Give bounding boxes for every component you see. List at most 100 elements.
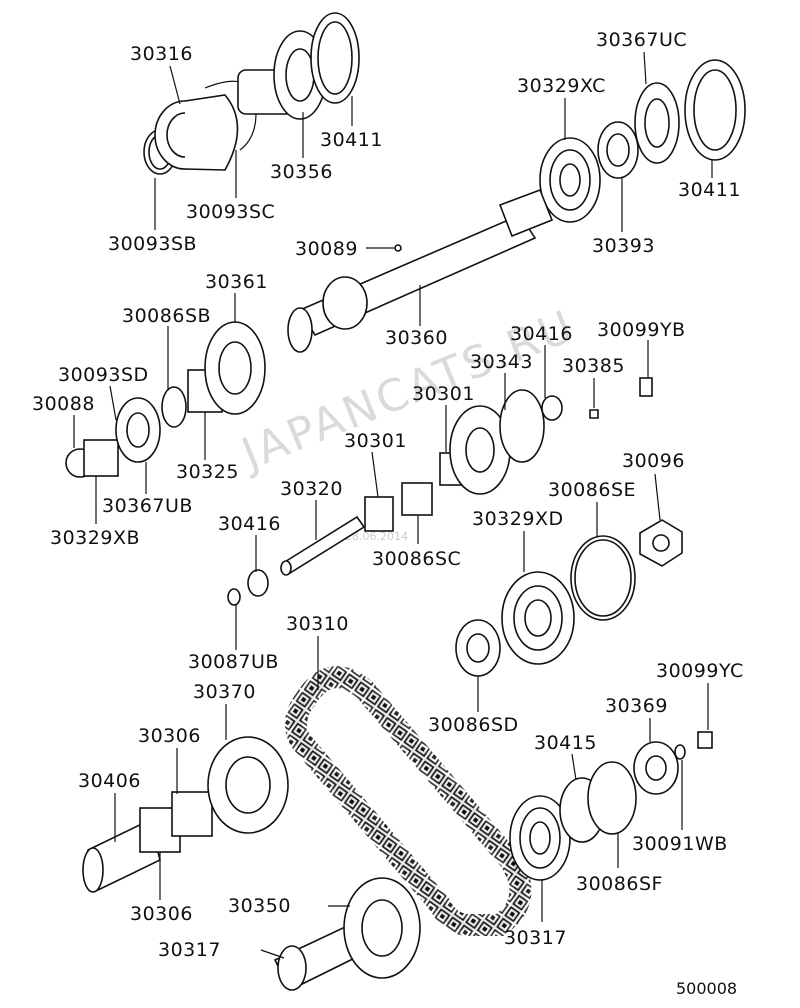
gear-30343-bore	[465, 427, 495, 473]
label-30385[interactable]: 30385	[562, 355, 625, 377]
label-30411-top[interactable]: 30411	[320, 129, 383, 151]
label-30361[interactable]: 30361	[205, 271, 268, 293]
pin-end	[280, 560, 292, 576]
label-30099YB[interactable]: 30099YB	[597, 319, 686, 341]
part-group-mid-left	[65, 321, 266, 478]
label-30086SE[interactable]: 30086SE	[548, 479, 636, 501]
leader-30316	[169, 65, 181, 105]
label-30393[interactable]: 30393	[592, 235, 655, 257]
ball-30089	[394, 244, 402, 252]
leader-lines	[73, 51, 713, 959]
label-30316[interactable]: 30316	[130, 43, 193, 65]
output-shaft-spline	[277, 945, 307, 991]
leader-30301-left	[371, 451, 379, 498]
label-30306-upper[interactable]: 30306	[138, 725, 201, 747]
label-30317-left[interactable]: 30317	[158, 939, 221, 961]
label-30093SB[interactable]: 30093SB	[108, 233, 197, 255]
label-30329XD[interactable]: 30329XD	[472, 508, 564, 530]
part-labels: 30316 30093SB 30093SC 30356 30411 30367U…	[32, 29, 744, 961]
gear-30367UB-bore	[126, 412, 150, 448]
washer-30416-bottom	[247, 569, 269, 597]
bearing-30317-bore	[529, 821, 551, 855]
bearing-30329XD-bore	[524, 599, 552, 637]
label-30416-bottom[interactable]: 30416	[218, 513, 281, 535]
gear-hub	[285, 48, 315, 102]
label-30320[interactable]: 30320	[280, 478, 343, 500]
label-30343[interactable]: 30343	[470, 351, 533, 373]
ring-30086SB	[161, 386, 187, 428]
label-30301-right[interactable]: 30301	[412, 383, 475, 405]
synchro-bore	[644, 98, 670, 148]
sprocket-bore	[361, 899, 403, 957]
label-30306-lower[interactable]: 30306	[130, 903, 193, 925]
label-30329XC[interactable]: 30329XC	[517, 75, 606, 97]
label-30099YC[interactable]: 30099YC	[656, 660, 744, 682]
watermark-date: 28.06.2014	[345, 530, 408, 543]
bearing-body	[184, 94, 239, 171]
label-30086SC[interactable]: 30086SC	[372, 548, 461, 570]
label-30356[interactable]: 30356	[270, 161, 333, 183]
needle-30301-left	[364, 496, 394, 532]
label-30329XB[interactable]: 30329XB	[50, 527, 140, 549]
part-group-top-left	[143, 12, 360, 175]
label-30406[interactable]: 30406	[78, 770, 141, 792]
sleeve-30406-end	[82, 847, 104, 893]
label-30317-right[interactable]: 30317	[504, 927, 567, 949]
washer-hole	[606, 133, 630, 167]
leader-30317-left	[260, 949, 285, 959]
label-30415[interactable]: 30415	[534, 732, 597, 754]
part-group-top-right	[539, 59, 746, 223]
label-30367UB[interactable]: 30367UB	[102, 495, 193, 517]
bearing-bore	[559, 163, 581, 197]
sleeve-inner	[317, 21, 353, 95]
leader-30367UC	[643, 51, 647, 85]
leader-30093SD	[109, 385, 117, 421]
spacer-30086SC	[401, 482, 433, 516]
leader-30096	[654, 473, 661, 521]
bolt-30099YC	[697, 731, 713, 749]
label-30416-top[interactable]: 30416	[510, 323, 573, 345]
label-30086SF[interactable]: 30086SF	[576, 873, 663, 895]
label-30089[interactable]: 30089	[295, 238, 358, 260]
sleeve-inner-right	[693, 69, 737, 151]
label-30370[interactable]: 30370	[193, 681, 256, 703]
part-group-bottom-right	[509, 731, 713, 881]
washer-30091WB	[674, 744, 686, 760]
label-30087UB[interactable]: 30087UB	[188, 651, 279, 673]
label-30088[interactable]: 30088	[32, 393, 95, 415]
diagram-code: 500008	[676, 979, 737, 998]
leader-30415	[571, 753, 577, 781]
gear-30343-small	[499, 389, 545, 463]
label-30350[interactable]: 30350	[228, 895, 291, 917]
label-30096[interactable]: 30096	[622, 450, 685, 472]
label-30301-left[interactable]: 30301	[344, 430, 407, 452]
label-30367UC[interactable]: 30367UC	[596, 29, 687, 51]
gear-30361-bore	[218, 341, 252, 395]
needle-bearing-30329XB	[83, 439, 119, 477]
label-30093SD[interactable]: 30093SD	[58, 364, 149, 386]
label-30369[interactable]: 30369	[605, 695, 668, 717]
ring-30087UB	[227, 588, 241, 606]
shaft-30320	[227, 515, 366, 606]
label-30310[interactable]: 30310	[286, 613, 349, 635]
pin-body	[281, 515, 366, 575]
washer-30086SD-hole	[466, 633, 490, 663]
part-group-bottom-center	[273, 877, 421, 992]
label-30086SB[interactable]: 30086SB	[122, 305, 211, 327]
label-30091WB[interactable]: 30091WB	[632, 833, 728, 855]
ring-30086SE-inner	[574, 539, 632, 617]
label-30325[interactable]: 30325	[176, 461, 239, 483]
ring-30086SF	[587, 761, 637, 835]
label-30093SC[interactable]: 30093SC	[186, 201, 275, 223]
needle-30306-upper	[171, 791, 213, 837]
bolt-30099YB	[639, 377, 653, 397]
label-30360[interactable]: 30360	[385, 327, 448, 349]
chain-links	[285, 666, 532, 936]
label-30086SD[interactable]: 30086SD	[428, 714, 519, 736]
bolt-30385	[589, 409, 599, 419]
shaft-spline	[498, 188, 554, 238]
gear-30369-bore	[645, 755, 667, 781]
label-30411-right[interactable]: 30411	[678, 179, 741, 201]
shaft-end	[287, 307, 313, 353]
